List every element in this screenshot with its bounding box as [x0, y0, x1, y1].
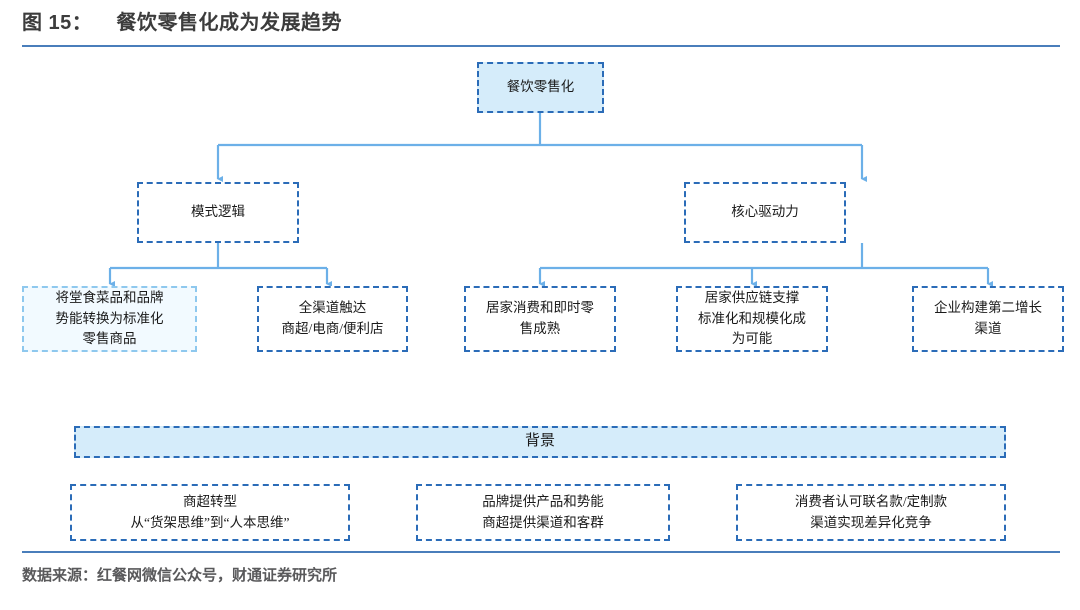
node-core-driver[interactable]: 核心驱动力: [684, 182, 846, 243]
node-bg-3[interactable]: 消费者认可联名款/定制款 渠道实现差异化竞争: [736, 484, 1006, 541]
node-leaf-4[interactable]: 居家供应链支撑 标准化和规模化成 为可能: [676, 286, 828, 352]
node-root[interactable]: 餐饮零售化: [477, 62, 604, 113]
node-leaf-2[interactable]: 全渠道触达 商超/电商/便利店: [257, 286, 408, 352]
figure-header: 图 15： 餐饮零售化成为发展趋势: [0, 0, 1080, 50]
node-background-banner[interactable]: 背景: [74, 426, 1006, 458]
node-leaf-5[interactable]: 企业构建第二增长 渠道: [912, 286, 1064, 352]
data-source-note: 数据来源：红餐网微信公众号，财通证券研究所: [22, 567, 338, 584]
node-leaf-1[interactable]: 将堂食菜品和品牌 势能转换为标准化 零售商品: [22, 286, 197, 352]
node-leaf-3[interactable]: 居家消费和即时零 售成熟: [464, 286, 616, 352]
node-bg-1[interactable]: 商超转型 从“货架思维”到“人本思维”: [70, 484, 350, 541]
node-mode-logic[interactable]: 模式逻辑: [137, 182, 299, 243]
footer-divider: [22, 551, 1060, 553]
node-bg-2[interactable]: 品牌提供产品和势能 商超提供渠道和客群: [416, 484, 670, 541]
page-title: 图 15： 餐饮零售化成为发展趋势: [22, 12, 343, 34]
title-divider: [22, 45, 1060, 47]
